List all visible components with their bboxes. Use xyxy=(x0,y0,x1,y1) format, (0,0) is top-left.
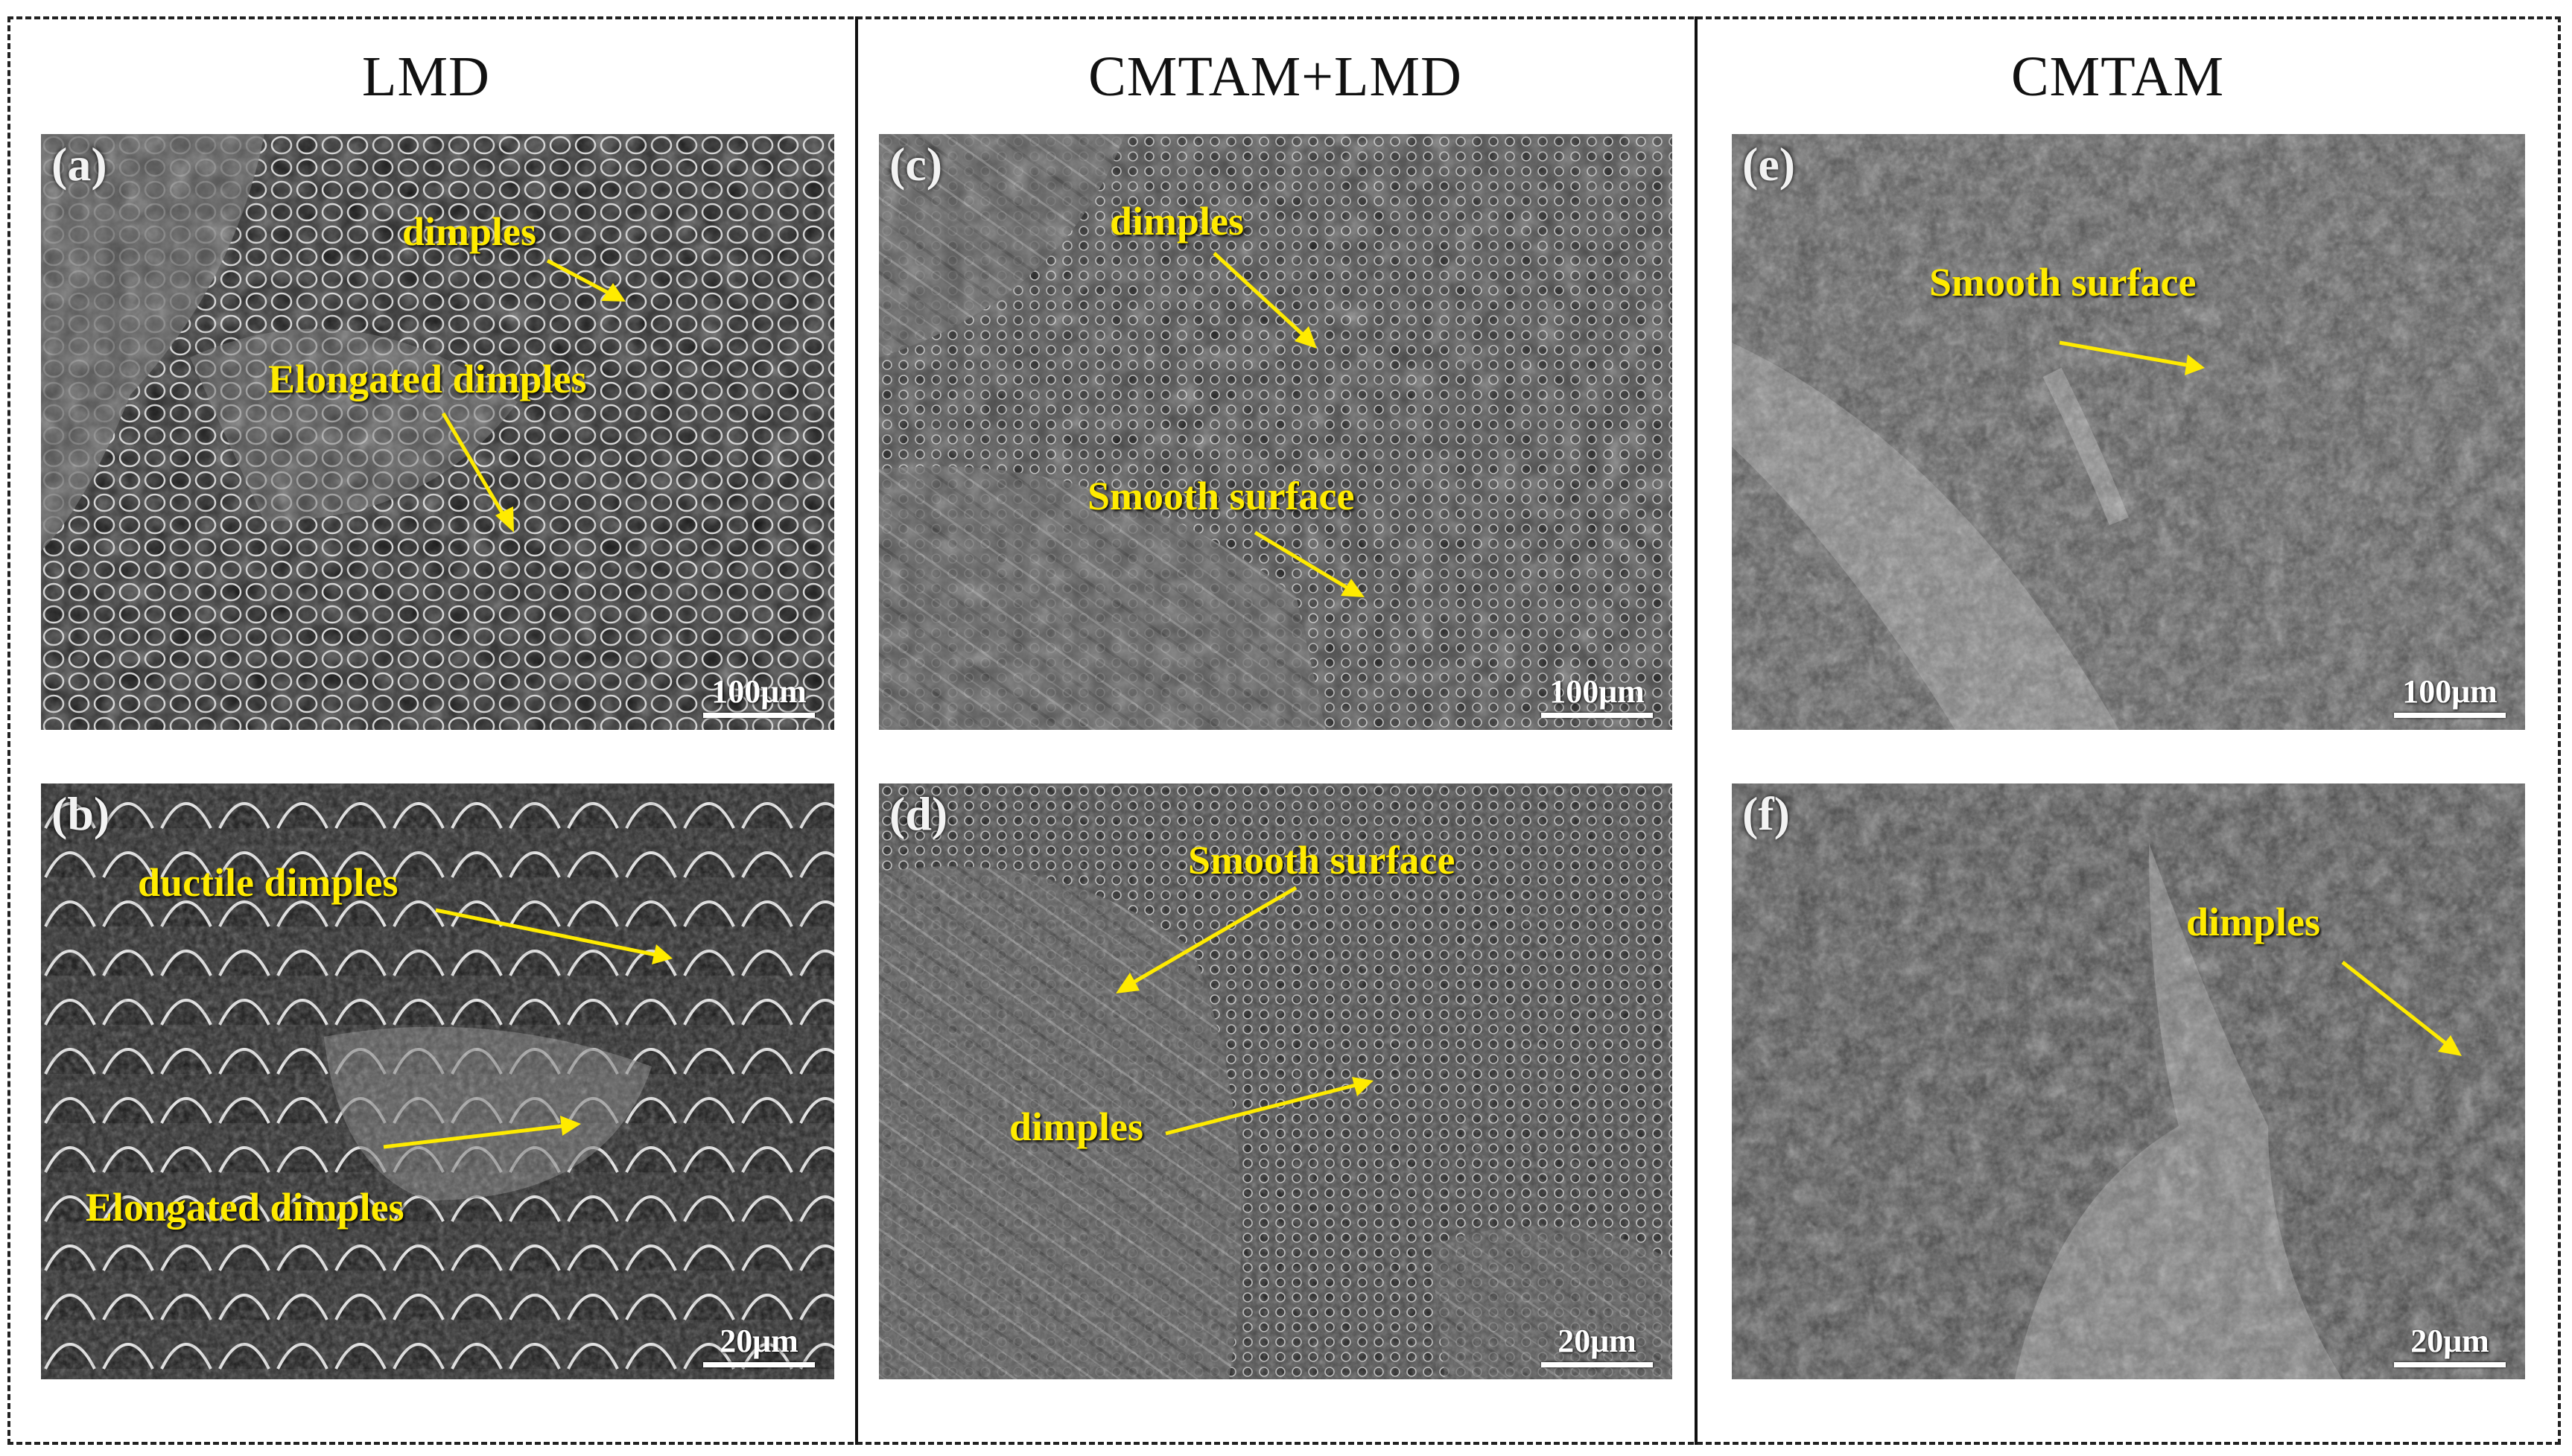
panel-label-e: (e) xyxy=(1742,138,1796,191)
column-divider-1 xyxy=(855,16,858,1445)
sem-panel-c: (c) dimples Smooth surface 100μm xyxy=(879,134,1672,730)
sem-panel-f: (f) dimples 20μm xyxy=(1732,783,2525,1379)
figure-border xyxy=(7,16,2561,1445)
sem-image-a xyxy=(41,134,834,730)
sem-panel-b: (b) ductile dimples Elongated dimples 20… xyxy=(41,783,834,1379)
annotation-dimples-f: dimples xyxy=(2186,900,2321,944)
column-title-cmtam: CMTAM xyxy=(2010,45,2225,108)
scale-bar-f: 20μm xyxy=(2394,1325,2506,1367)
scale-bar-a: 100μm xyxy=(703,675,815,718)
annotation-elongated-dimples-b: Elongated dimples xyxy=(86,1185,404,1230)
scale-bar-line-e xyxy=(2394,713,2506,718)
panel-label-a: (a) xyxy=(51,138,107,191)
scale-bar-line-f xyxy=(2394,1362,2506,1367)
sem-image-c xyxy=(879,134,1672,730)
scale-bar-line-d xyxy=(1541,1362,1653,1367)
sem-panel-a: (a) dimples Elongated dimples 100μm xyxy=(41,134,834,730)
sem-panel-e: (e) Smooth surface 100μm xyxy=(1732,134,2525,730)
scale-bar-label-c: 100μm xyxy=(1549,673,1645,710)
scale-bar-line-a xyxy=(703,713,815,718)
sem-image-d xyxy=(879,783,1672,1379)
scale-bar-line-c xyxy=(1541,713,1653,718)
column-divider-2 xyxy=(1695,16,1698,1445)
annotation-dimples-c: dimples xyxy=(1110,199,1245,244)
annotation-smooth-surface-c: Smooth surface xyxy=(1087,474,1355,518)
panel-label-c: (c) xyxy=(889,138,943,191)
annotation-elongated-dimples-a: Elongated dimples xyxy=(268,357,587,401)
sem-image-f xyxy=(1732,783,2525,1379)
scale-bar-e: 100μm xyxy=(2394,675,2506,718)
scale-bar-label-d: 20μm xyxy=(1558,1323,1636,1359)
annotation-smooth-surface-d: Smooth surface xyxy=(1188,838,1455,883)
annotation-dimples-d: dimples xyxy=(1009,1104,1144,1149)
scale-bar-label-e: 100μm xyxy=(2402,673,2498,710)
sem-panel-d: (d) Smooth surface dimples 20μm xyxy=(879,783,1672,1379)
annotation-dimples-a: dimples xyxy=(402,209,537,254)
column-title-lmd: LMD xyxy=(362,45,490,108)
scale-bar-d: 20μm xyxy=(1541,1325,1653,1367)
scale-bar-label-f: 20μm xyxy=(2410,1323,2489,1359)
scale-bar-c: 100μm xyxy=(1541,675,1653,718)
annotation-ductile-dimples-b: ductile dimples xyxy=(138,860,398,905)
panel-label-b: (b) xyxy=(51,787,110,840)
sem-image-b xyxy=(41,783,834,1379)
scale-bar-label-b: 20μm xyxy=(720,1323,798,1359)
scale-bar-label-a: 100μm xyxy=(711,673,807,710)
scale-bar-line-b xyxy=(703,1362,815,1367)
sem-image-e xyxy=(1732,134,2525,730)
column-title-cmtam-lmd: CMTAM+LMD xyxy=(1088,45,1462,108)
panel-label-d: (d) xyxy=(889,787,948,840)
annotation-smooth-surface-e: Smooth surface xyxy=(1929,260,2197,305)
scale-bar-b: 20μm xyxy=(703,1325,815,1367)
panel-label-f: (f) xyxy=(1742,787,1790,840)
